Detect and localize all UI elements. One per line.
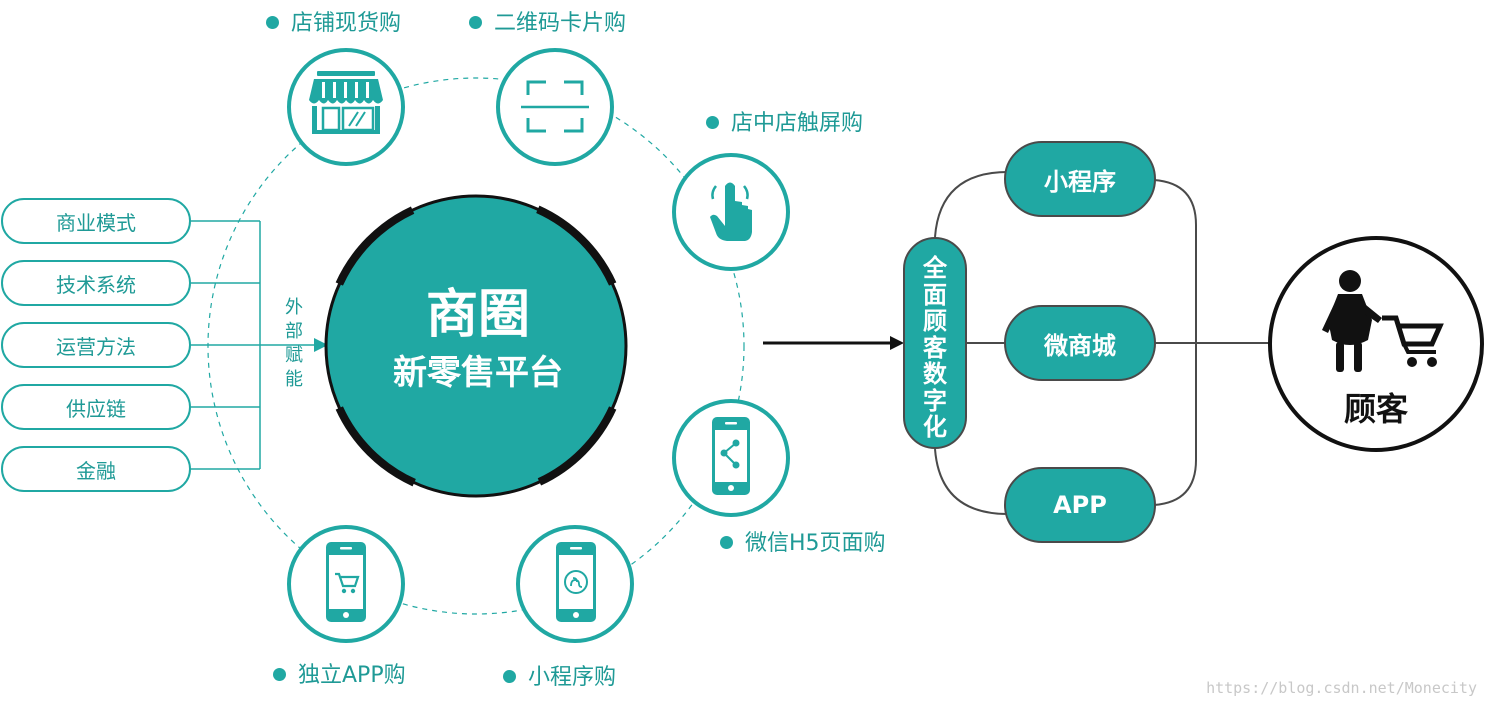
input-business-model: 商业模式 <box>1 198 191 244</box>
channel-app-label: 独立APP购 <box>273 663 406 689</box>
input-bracket <box>190 220 318 470</box>
digitalization-label: 全 面 顾 客 数 字 化 <box>923 254 947 441</box>
platform-title: 商圈 <box>425 285 530 345</box>
customer-label: 顾客 <box>1343 390 1408 428</box>
bullet-dot <box>469 16 482 29</box>
bullet-dot <box>273 668 286 681</box>
channel-touch-label: 店中店触屏购 <box>706 111 863 137</box>
channel-wechat-label: 微信H5页面购 <box>720 531 886 557</box>
empower-arrowhead <box>314 338 328 352</box>
right-wechat-mall-pill: 微商城 <box>1004 305 1156 381</box>
watermark: https://blog.csdn.net/Monecity <box>1206 679 1477 697</box>
input-finance: 金融 <box>1 446 191 492</box>
touch-hand-icon <box>710 182 752 241</box>
flow-arrowhead <box>890 336 904 350</box>
bullet-dot <box>266 16 279 29</box>
input-supply-chain: 供应链 <box>1 384 191 430</box>
input-operations: 运营方法 <box>1 322 191 368</box>
channel-store-label: 店铺现货购 <box>266 11 401 37</box>
phone-miniprogram-icon <box>556 542 596 622</box>
empower-label: 外 部 赋 能 <box>285 297 303 390</box>
bullet-dot <box>706 116 719 129</box>
bullet-dot <box>720 536 733 549</box>
customer-digitalization-bar: 全 面 顾 客 数 字 化 <box>903 237 967 449</box>
storefront-icon <box>309 71 383 134</box>
orbit-ring <box>207 77 745 615</box>
channel-qrcode-label: 二维码卡片购 <box>469 11 626 37</box>
shopper-icon <box>1322 270 1444 372</box>
customer-circle <box>1268 236 1484 452</box>
phone-share-icon <box>712 417 750 495</box>
platform-rim-arcs <box>335 205 617 487</box>
channel-miniprog-label: 小程序购 <box>503 665 616 691</box>
platform-subtitle: 新零售平台 <box>393 353 563 393</box>
right-app-pill: APP <box>1004 467 1156 543</box>
qr-scan-icon <box>521 80 589 133</box>
phone-cart-icon <box>326 542 366 622</box>
right-connectors <box>934 171 1272 515</box>
platform-circle <box>324 194 628 498</box>
input-tech-system: 技术系统 <box>1 260 191 306</box>
right-miniprogram-pill: 小程序 <box>1004 141 1156 217</box>
bullet-dot <box>503 670 516 683</box>
